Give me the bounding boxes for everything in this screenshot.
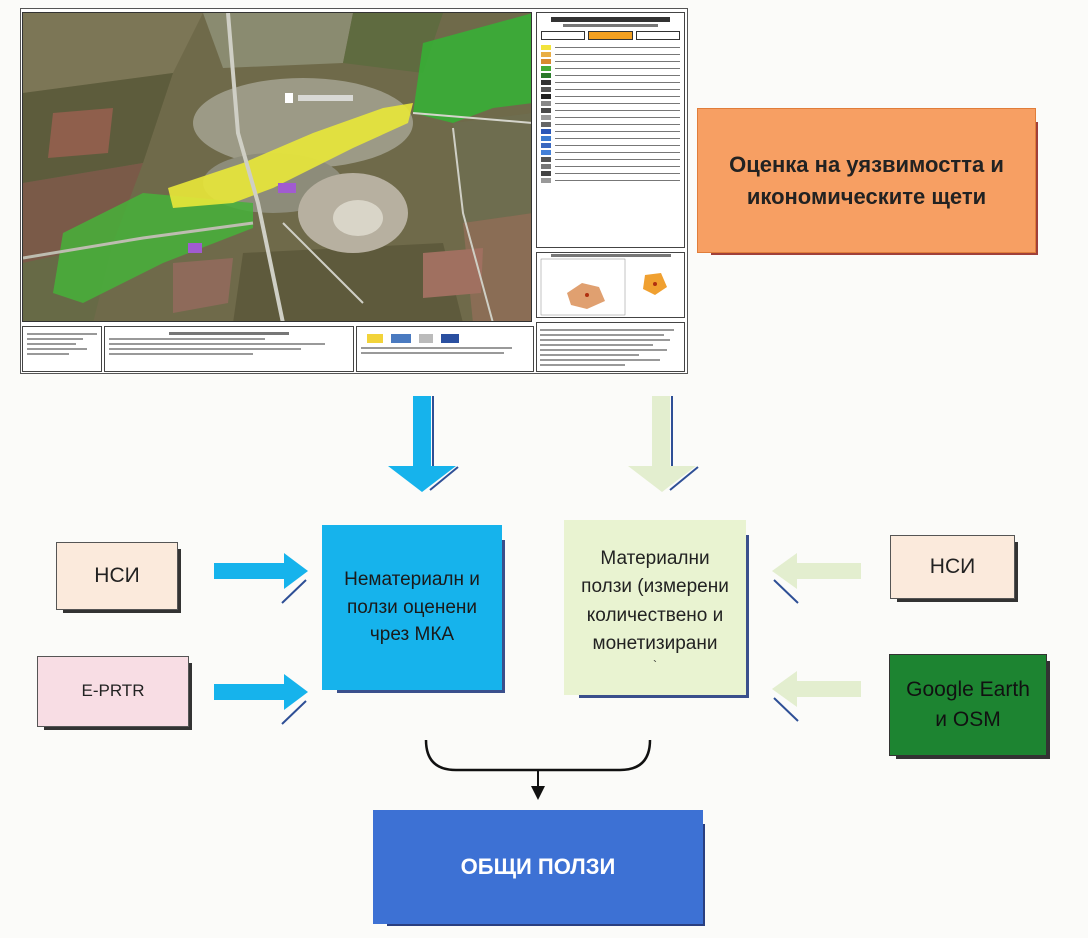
satellite-map-image: [22, 12, 532, 322]
intangible-benefits-label: Нематериалн и ползи оценени чрез МКА: [344, 569, 480, 646]
satellite-map-graphic: [23, 13, 531, 321]
total-benefits-box: ОБЩИ ПОЛЗИ: [373, 810, 703, 924]
map-footer-block-2: [104, 326, 354, 372]
source-eprtr-box: E-PRTR: [37, 656, 189, 727]
tangible-benefits-label: Материални ползи (измерени количествено …: [581, 547, 729, 655]
vulnerability-assessment-box: Оценка на уязвимостта и икономическите щ…: [697, 108, 1036, 253]
source-nsi-left-label: НСИ: [94, 563, 140, 587]
down-arrow-icon: [628, 396, 699, 492]
right-arrow-icon: [214, 553, 308, 604]
source-nsi-right-box: НСИ: [890, 535, 1015, 599]
right-arrow-icon: [214, 674, 308, 725]
left-arrow-icon: [772, 553, 861, 604]
intangible-benefits-box: Нематериалн и ползи оценени чрез МКА: [322, 525, 502, 690]
down-arrow-icon: [388, 396, 459, 492]
inset-map-graphic: [537, 253, 684, 317]
tangible-benefits-box: Материални ползи (измерени количествено …: [564, 520, 746, 695]
logo-3-icon: [419, 334, 433, 343]
total-benefits-label: ОБЩИ ПОЛЗИ: [460, 854, 616, 880]
source-nsi-left-box: НСИ: [56, 542, 178, 610]
logo-1-icon: [367, 334, 383, 343]
map-footer-logos: [356, 326, 534, 372]
vulnerability-assessment-label: Оценка на уязвимостта и икономическите щ…: [729, 151, 1004, 209]
source-google-earth-osm-box: Google Earth и OSM: [889, 654, 1047, 756]
map-notes-block: [536, 322, 685, 372]
logo-2-icon: [391, 334, 411, 343]
source-eprtr-label: E-PRTR: [81, 681, 145, 701]
location-inset-map: [536, 252, 685, 318]
map-legend: [536, 12, 685, 248]
tangible-benefits-trailing-mark: `: [653, 657, 657, 672]
eu-flag-icon: [441, 334, 459, 343]
map-footer-block-1: [22, 326, 102, 372]
source-google-earth-osm-label: Google Earth и OSM: [906, 677, 1030, 731]
bracket-connector-icon: [424, 739, 652, 800]
left-arrow-icon: [772, 671, 861, 722]
source-nsi-right-label: НСИ: [929, 554, 976, 578]
